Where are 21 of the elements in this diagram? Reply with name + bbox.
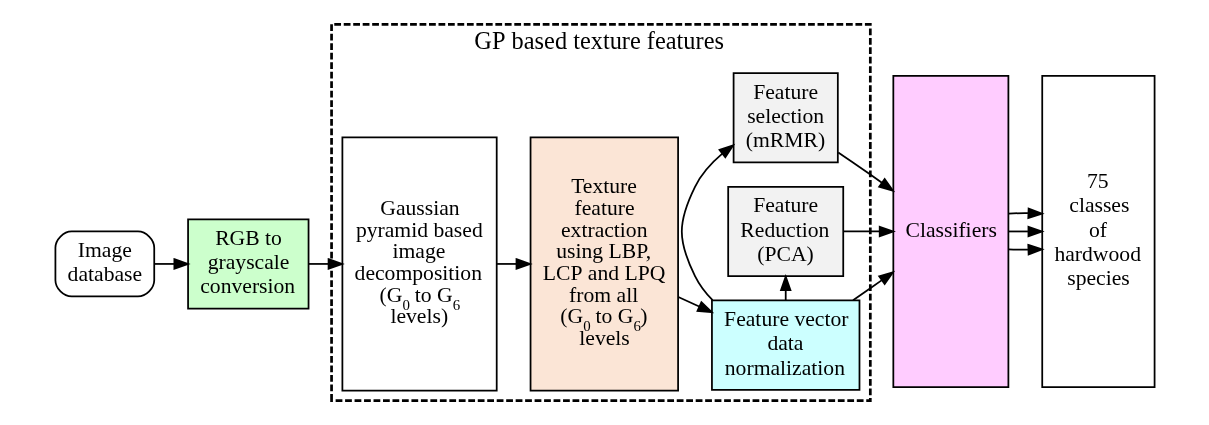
arrow — [307, 257, 345, 270]
node-box: RGB to grayscale conversion — [186, 218, 309, 310]
arrow — [680, 143, 735, 302]
node-box: Image database — [54, 230, 155, 298]
node-box: Feature selection (mRMR) — [732, 72, 839, 164]
arrow — [851, 270, 895, 302]
arrow — [676, 296, 714, 314]
node-box: Gaussian pyramid based image decomposition (G$_{0}$ to G$_{6}$ levels) — [341, 136, 498, 392]
arrow — [495, 257, 533, 270]
arrow — [779, 273, 792, 302]
node-box: Feature vector data normalization — [710, 299, 860, 391]
node-box: Feature Reduction (PCA) — [726, 185, 844, 277]
arrow — [152, 257, 191, 270]
arrow — [1007, 243, 1045, 256]
node-box: Texture feature extraction using LBP, LCP and LPQ from all (G$_{0}$ to G$_{6}$) levels — [529, 136, 679, 392]
arrow — [836, 151, 895, 193]
arrow — [1007, 207, 1045, 220]
node-box: 75 classes of hardwood species — [1040, 74, 1155, 388]
arrow — [1007, 225, 1045, 238]
node-box: Classifiers — [891, 74, 1009, 388]
arrow — [842, 225, 896, 238]
